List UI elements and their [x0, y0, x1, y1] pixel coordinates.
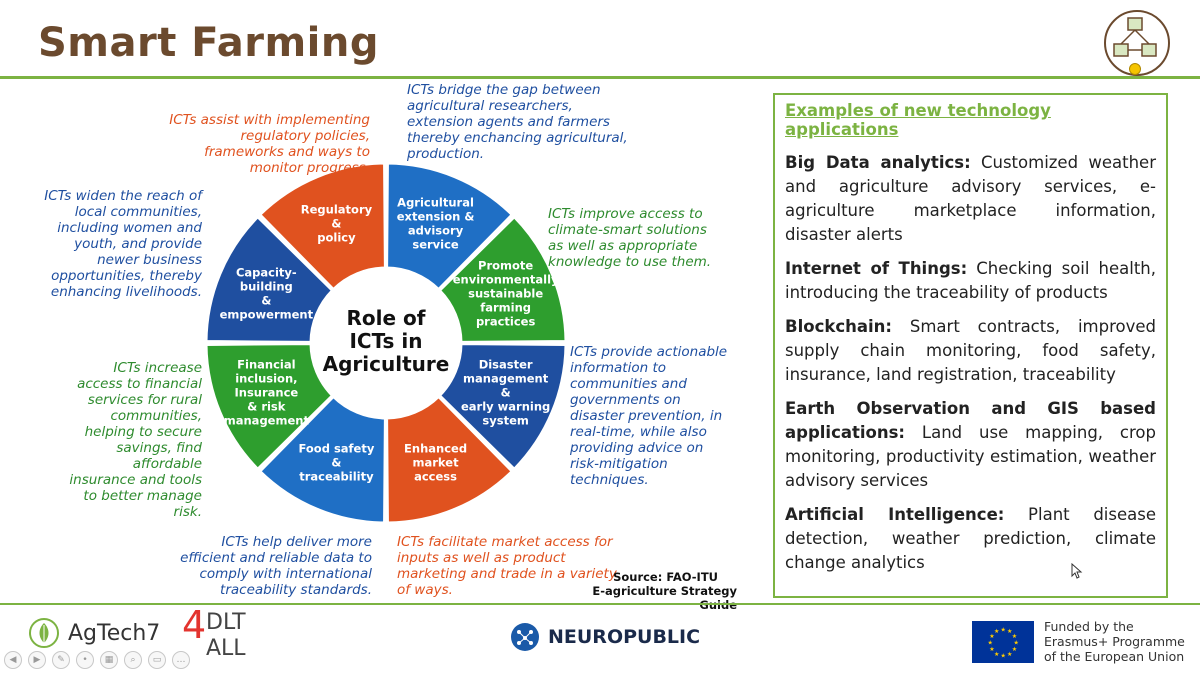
dlt-top: DLT [206, 610, 246, 635]
slide-title: Smart Farming [38, 20, 379, 66]
wheel-segment [385, 394, 515, 525]
svg-text:★: ★ [989, 633, 994, 640]
footer-divider [0, 603, 1200, 605]
eu-line-1: Funded by the [1044, 619, 1134, 634]
caption-climate: ICTs improve access to climate-smart sol… [548, 206, 712, 270]
caption-market: ICTs facilitate market access for inputs… [397, 534, 617, 598]
agtech-leaf-icon [29, 618, 59, 648]
prev-slide-icon[interactable]: ◀ [4, 651, 22, 669]
tech-applications-panel: Examples of new technology applications … [773, 93, 1168, 598]
svg-text:★: ★ [988, 639, 993, 646]
subtitles-icon[interactable]: ▭ [148, 651, 166, 669]
zoom-icon[interactable]: ⌕ [124, 651, 142, 669]
agtech7-label: AgTech7 [68, 620, 161, 646]
tech-item-term: Internet of Things: [785, 259, 968, 278]
caption-regulatory: ICTs assist with implementing regulatory… [169, 112, 370, 176]
eu-line-2: Erasmus+ Programme [1044, 634, 1185, 649]
panel-heading: Examples of new technology applications [785, 101, 1051, 139]
svg-text:★: ★ [1012, 646, 1017, 653]
caption-extension: ICTs bridge the gap between agricultural… [407, 82, 628, 162]
tech-item: Blockchain: Smart contracts, improved su… [785, 315, 1156, 387]
slides-grid-icon[interactable]: ▦ [100, 651, 118, 669]
eu-flag-icon: ★★★★★★★★★★★★ [972, 620, 1034, 663]
source-line-2: E-agriculture Strategy Guide [592, 584, 737, 612]
wheel-segment [257, 394, 387, 525]
tech-item: Earth Observation and GIS based applicat… [785, 397, 1156, 493]
tech-item-desc: Smart contracts, improved supply chain m… [785, 317, 1156, 384]
wheel-segment [204, 214, 335, 344]
svg-text:★: ★ [1014, 639, 1019, 646]
caption-financial: ICTs increase access to financial servic… [69, 360, 202, 520]
4dlt4all-logo: 4 DLT ALL [182, 603, 246, 661]
caption-capacity: ICTs widen the reach of local communitie… [44, 188, 202, 300]
pen-icon[interactable]: ✎ [52, 651, 70, 669]
wheel-segment [385, 161, 515, 292]
mouse-cursor-icon [1071, 563, 1083, 579]
tech-item-desc: Customized weather and agriculture advis… [785, 153, 1156, 244]
eu-line-3: of the European Union [1044, 649, 1185, 664]
caption-food: ICTs help deliver more efficient and rel… [180, 534, 372, 598]
wheel-segment-label: Capacity-building&empowerment [220, 265, 314, 321]
logo-dot [1129, 63, 1141, 75]
more-options-icon[interactable]: … [172, 651, 190, 669]
wheel-segment-label: Regulatory&policy [301, 202, 373, 244]
wheel-segment [257, 161, 387, 292]
svg-text:★: ★ [994, 650, 999, 657]
laser-pointer-icon[interactable]: • [76, 651, 94, 669]
svg-text:★: ★ [989, 646, 994, 653]
next-slide-icon[interactable]: ▶ [28, 651, 46, 669]
title-divider [0, 76, 1200, 79]
tech-item-desc: Plant disease detection, weather predict… [785, 505, 1156, 572]
presentation-toolbar: ◀ ▶ ✎ • ▦ ⌕ ▭ … [4, 651, 190, 669]
tech-item-term: Earth Observation and GIS based applicat… [785, 399, 1156, 442]
svg-text:★: ★ [1001, 626, 1006, 633]
svg-text:★: ★ [1007, 628, 1012, 635]
source-line-1: Source: FAO-ITU [613, 570, 718, 584]
tech-item-term: Artificial Intelligence: [785, 505, 1005, 524]
tech-item: Artificial Intelligence: Plant disease d… [785, 503, 1156, 575]
agtech7-logo: AgTech7 [28, 617, 160, 649]
svg-text:★: ★ [994, 628, 999, 635]
tech-item: Internet of Things: Checking soil health… [785, 257, 1156, 305]
neuropublic-network-icon [511, 623, 539, 651]
svg-text:★: ★ [1007, 650, 1012, 657]
dlt-bottom: ALL [206, 636, 246, 661]
wheel-segment [437, 342, 568, 472]
wheel-segment [204, 342, 335, 472]
svg-text:★: ★ [1012, 633, 1017, 640]
caption-disaster: ICTs provide actionable information to c… [570, 344, 728, 488]
tech-item-term: Blockchain: [785, 317, 892, 336]
tech-item-desc: Checking soil health, introducing the tr… [785, 259, 1156, 302]
dlt-four-glyph: 4 [182, 603, 207, 647]
wheel-segment [437, 214, 568, 344]
tech-item: Big Data analytics: Customized weather a… [785, 151, 1156, 247]
neuropublic-logo: NEUROPUBLIC [510, 622, 700, 652]
eu-funding-badge: ★★★★★★★★★★★★ Funded by the Erasmus+ Prog… [972, 619, 1185, 664]
eu-funding-text: Funded by the Erasmus+ Programme of the … [1044, 619, 1185, 664]
tech-item-desc: Land use mapping, crop monitoring, produ… [785, 423, 1156, 490]
svg-text:★: ★ [1001, 652, 1006, 659]
wheel-segment-label: Food safety&traceability [299, 442, 375, 484]
neuropublic-label: NEUROPUBLIC [548, 626, 701, 648]
tech-item-term: Big Data analytics: [785, 153, 971, 172]
